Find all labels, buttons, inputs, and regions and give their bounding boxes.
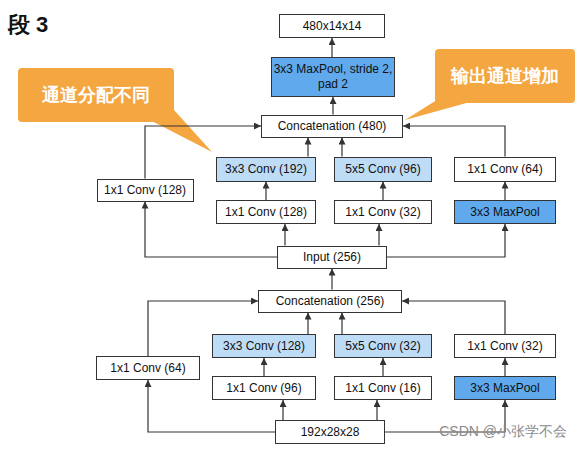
- box-label: 1x1 Conv (32): [345, 205, 420, 220]
- conv-box: 1x1 Conv (64): [96, 356, 200, 380]
- box-label: 1x1 Conv (128): [104, 183, 186, 198]
- box-label: 192x28x28: [301, 425, 360, 440]
- conv-box: 3x3 Conv (192): [216, 157, 316, 182]
- flow-arrow: [382, 182, 383, 201]
- conv-box: 1x1 Conv (16): [334, 376, 432, 400]
- flow-arrow: [382, 358, 383, 376]
- flow-arrow: [403, 126, 505, 157]
- watermark: CSDN @小张学不会: [439, 423, 567, 441]
- box-label: 5x5 Conv (32): [345, 339, 420, 354]
- box-label: 3x3 MaxPool: [470, 381, 539, 396]
- conv-box: 1x1 Conv (128): [97, 179, 194, 202]
- concat-box: Concatenation (256): [258, 290, 402, 313]
- flow-arrow: [341, 138, 342, 157]
- input-shape-box: 192x28x28: [275, 420, 385, 444]
- section-title: 段 3: [8, 10, 48, 40]
- box-label: 1x1 Conv (64): [467, 162, 542, 177]
- flow-arrow: [307, 313, 308, 335]
- concat-box: Concatenation (480): [261, 115, 403, 138]
- box-label: 3x3 Conv (192): [225, 162, 307, 177]
- box-label: 输出通道增加: [451, 65, 559, 88]
- flow-arrow: [341, 313, 342, 335]
- flow-arrow: [332, 97, 333, 115]
- box-label: 通道分配不同: [42, 84, 150, 107]
- input-box: Input (256): [277, 246, 387, 269]
- conv-box: 1x1 Conv (128): [216, 200, 316, 224]
- flow-arrow: [331, 269, 332, 290]
- flow-arrow: [387, 224, 505, 257]
- box-label: 480x14x14: [303, 19, 362, 34]
- box-label: 1x1 Conv (16): [345, 381, 420, 396]
- box-label: 1x1 Conv (128): [225, 205, 307, 220]
- conv-box: 1x1 Conv (32): [334, 200, 432, 224]
- flow-arrow: [376, 400, 377, 420]
- callout-bubble: 通道分配不同: [18, 68, 174, 122]
- callout-bubble: 输出通道增加: [435, 49, 575, 103]
- conv-box: 5x5 Conv (96): [334, 157, 432, 182]
- box-label: 1x1 Conv (64): [110, 361, 185, 376]
- box-label: 3x3 Conv (128): [223, 339, 305, 354]
- pool-box: 3x3 MaxPool: [454, 376, 556, 400]
- flow-arrow: [265, 182, 266, 201]
- flow-arrow: [504, 358, 505, 376]
- box-label: 1x1 Conv (32): [467, 339, 542, 354]
- conv-box: 1x1 Conv (96): [212, 376, 316, 400]
- conv-box: 3x3 Conv (128): [212, 334, 316, 358]
- flow-arrow: [263, 358, 264, 376]
- output-shape-box: 480x14x14: [279, 14, 385, 38]
- flow-arrow: [282, 400, 283, 420]
- box-label: Concatenation (480): [278, 119, 387, 134]
- flow-arrow: [402, 301, 505, 334]
- box-label: 3x3 MaxPool, stride 2, pad 2: [272, 62, 394, 92]
- pool-box: 3x3 MaxPool: [454, 200, 556, 224]
- flow-arrow: [284, 224, 285, 246]
- pool-box: 3x3 MaxPool, stride 2, pad 2: [271, 57, 395, 97]
- flow-arrow: [307, 138, 308, 157]
- flow-arrow: [378, 224, 379, 246]
- box-label: 3x3 MaxPool: [470, 205, 539, 220]
- flow-arrow: [504, 182, 505, 201]
- flow-arrow: [331, 38, 332, 57]
- conv-box: 5x5 Conv (32): [334, 334, 432, 358]
- box-label: 5x5 Conv (96): [345, 162, 420, 177]
- box-label: 1x1 Conv (96): [226, 381, 301, 396]
- box-label: Concatenation (256): [276, 294, 385, 309]
- box-label: Input (256): [303, 250, 361, 265]
- conv-box: 1x1 Conv (64): [454, 157, 556, 182]
- conv-box: 1x1 Conv (32): [454, 334, 556, 358]
